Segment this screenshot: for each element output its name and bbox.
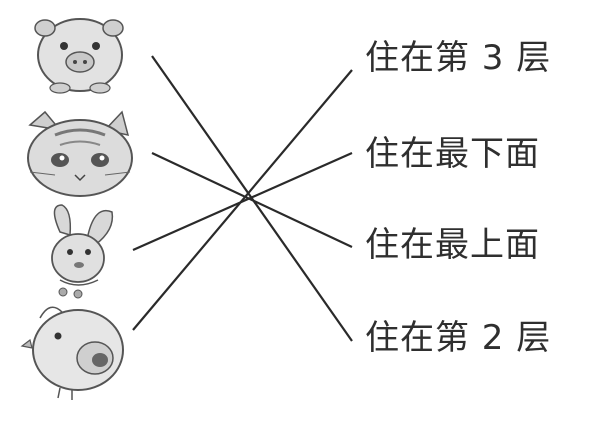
line-cat-to-top xyxy=(151,152,353,248)
cat-icon xyxy=(27,110,133,197)
connection-lines xyxy=(132,55,353,342)
line-pig-to-floor-2 xyxy=(151,55,353,342)
chick-icon xyxy=(20,306,124,400)
pig-icon xyxy=(34,18,124,94)
line-chick-to-floor-3 xyxy=(132,69,353,331)
label-bottom: 住在最下面 xyxy=(365,134,540,174)
label-top: 住在最上面 xyxy=(365,225,540,265)
label-floor-2: 住在第 2 层 xyxy=(365,318,552,358)
rabbit-icon xyxy=(51,204,114,299)
label-floor-3: 住在第 3 层 xyxy=(365,38,552,78)
